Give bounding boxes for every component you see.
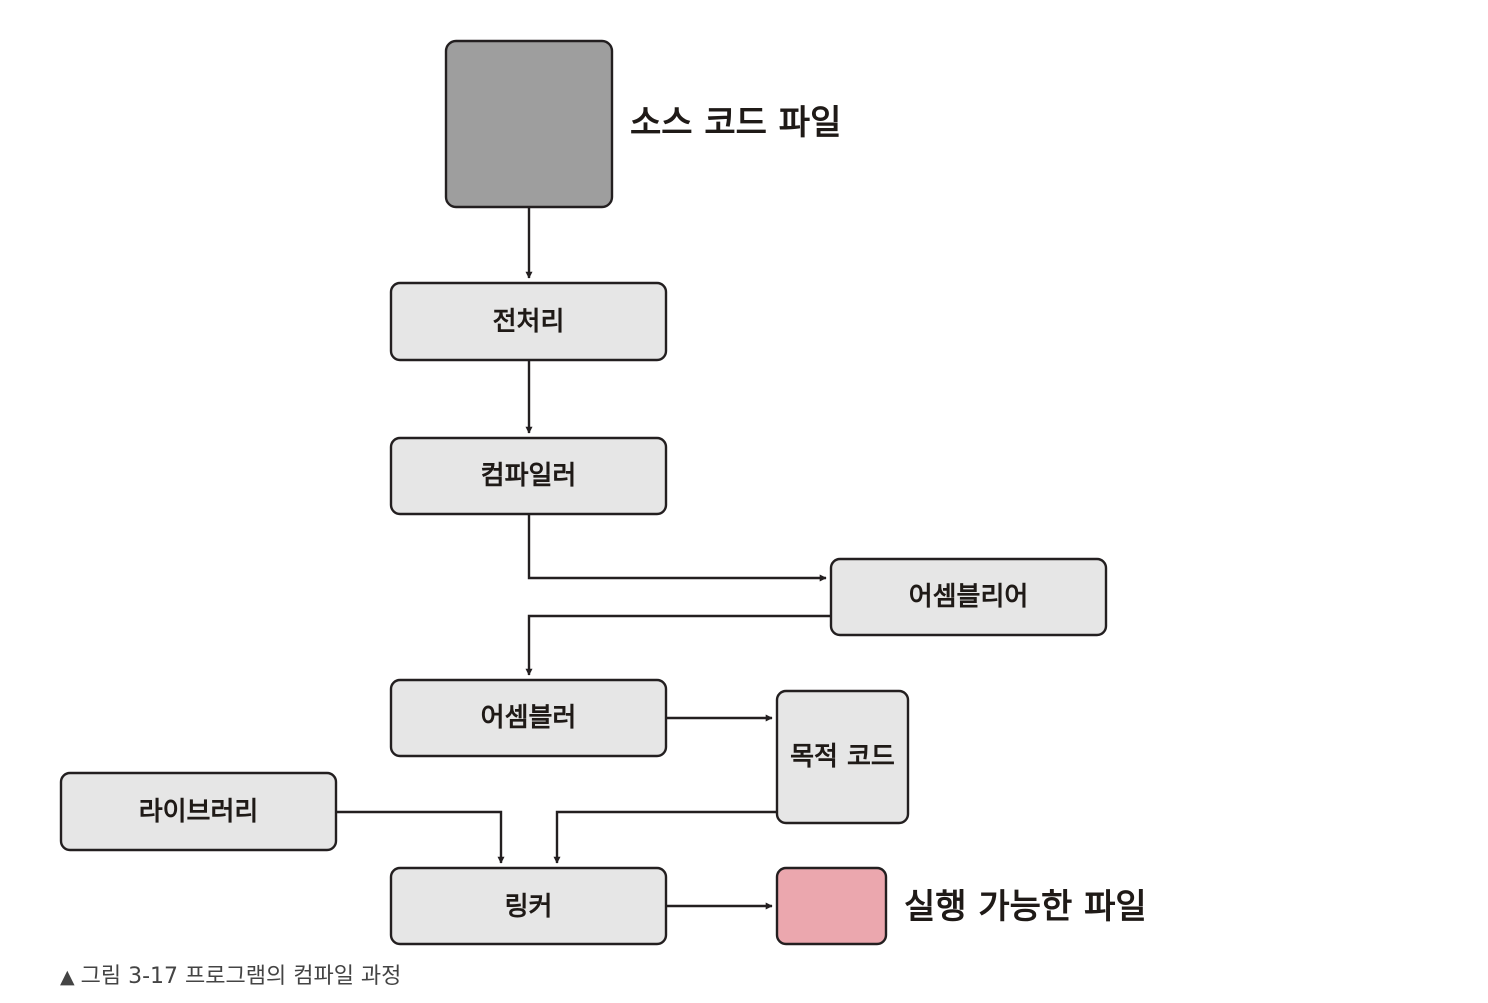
- object-code-box: [775, 689, 910, 825]
- triangle-icon: ▲: [60, 966, 75, 988]
- assembly-box: [829, 557, 1108, 637]
- compiler-box: [389, 436, 668, 516]
- assembly-label: 어셈블리어: [909, 582, 1029, 612]
- edge-compiler-to-assembly: [527, 514, 827, 582]
- compile-process-diagram: 소스 코드 파일 전처리 컴파일러 어셈블리어 어셈블러 목적 코드 라이브러리…: [59, 39, 1147, 946]
- node-linker: 링커: [389, 866, 668, 946]
- node-assembly: 어셈블리어: [829, 557, 1108, 637]
- source-file-label: 소스 코드 파일: [630, 103, 841, 143]
- preprocessor-label: 전처리: [493, 307, 565, 337]
- edges: [336, 207, 831, 910]
- object-code-label: 목적 코드: [790, 742, 895, 772]
- node-object: 목적 코드: [775, 689, 910, 825]
- node-executable: 실행 가능한 파일: [775, 866, 1147, 946]
- node-source: 소스 코드 파일: [444, 39, 841, 209]
- executable-file-box: [775, 866, 888, 946]
- node-assembler: 어셈블러: [389, 678, 668, 758]
- figure-caption-text: 그림 3-17 프로그램의 컴파일 과정: [80, 964, 402, 989]
- source-file-box: [444, 39, 614, 209]
- node-library: 라이브러리: [59, 771, 338, 852]
- assembler-label: 어셈블러: [481, 703, 577, 733]
- figure-caption: ▲그림 3-17 프로그램의 컴파일 과정: [60, 958, 401, 990]
- edge-assembly-to-assembler: [525, 614, 831, 676]
- node-preprocessor: 전처리: [389, 281, 668, 362]
- preprocessor-box: [389, 281, 668, 362]
- edge-library-to-linker: [336, 810, 505, 864]
- library-label: 라이브러리: [139, 797, 259, 827]
- linker-box: [389, 866, 668, 946]
- compiler-label: 컴파일러: [481, 461, 577, 491]
- assembler-box: [389, 678, 668, 758]
- edge-object-to-linker: [553, 810, 777, 864]
- linker-label: 링커: [505, 892, 553, 922]
- library-box: [59, 771, 338, 852]
- node-compiler: 컴파일러: [389, 436, 668, 516]
- executable-file-label: 실행 가능한 파일: [904, 887, 1147, 927]
